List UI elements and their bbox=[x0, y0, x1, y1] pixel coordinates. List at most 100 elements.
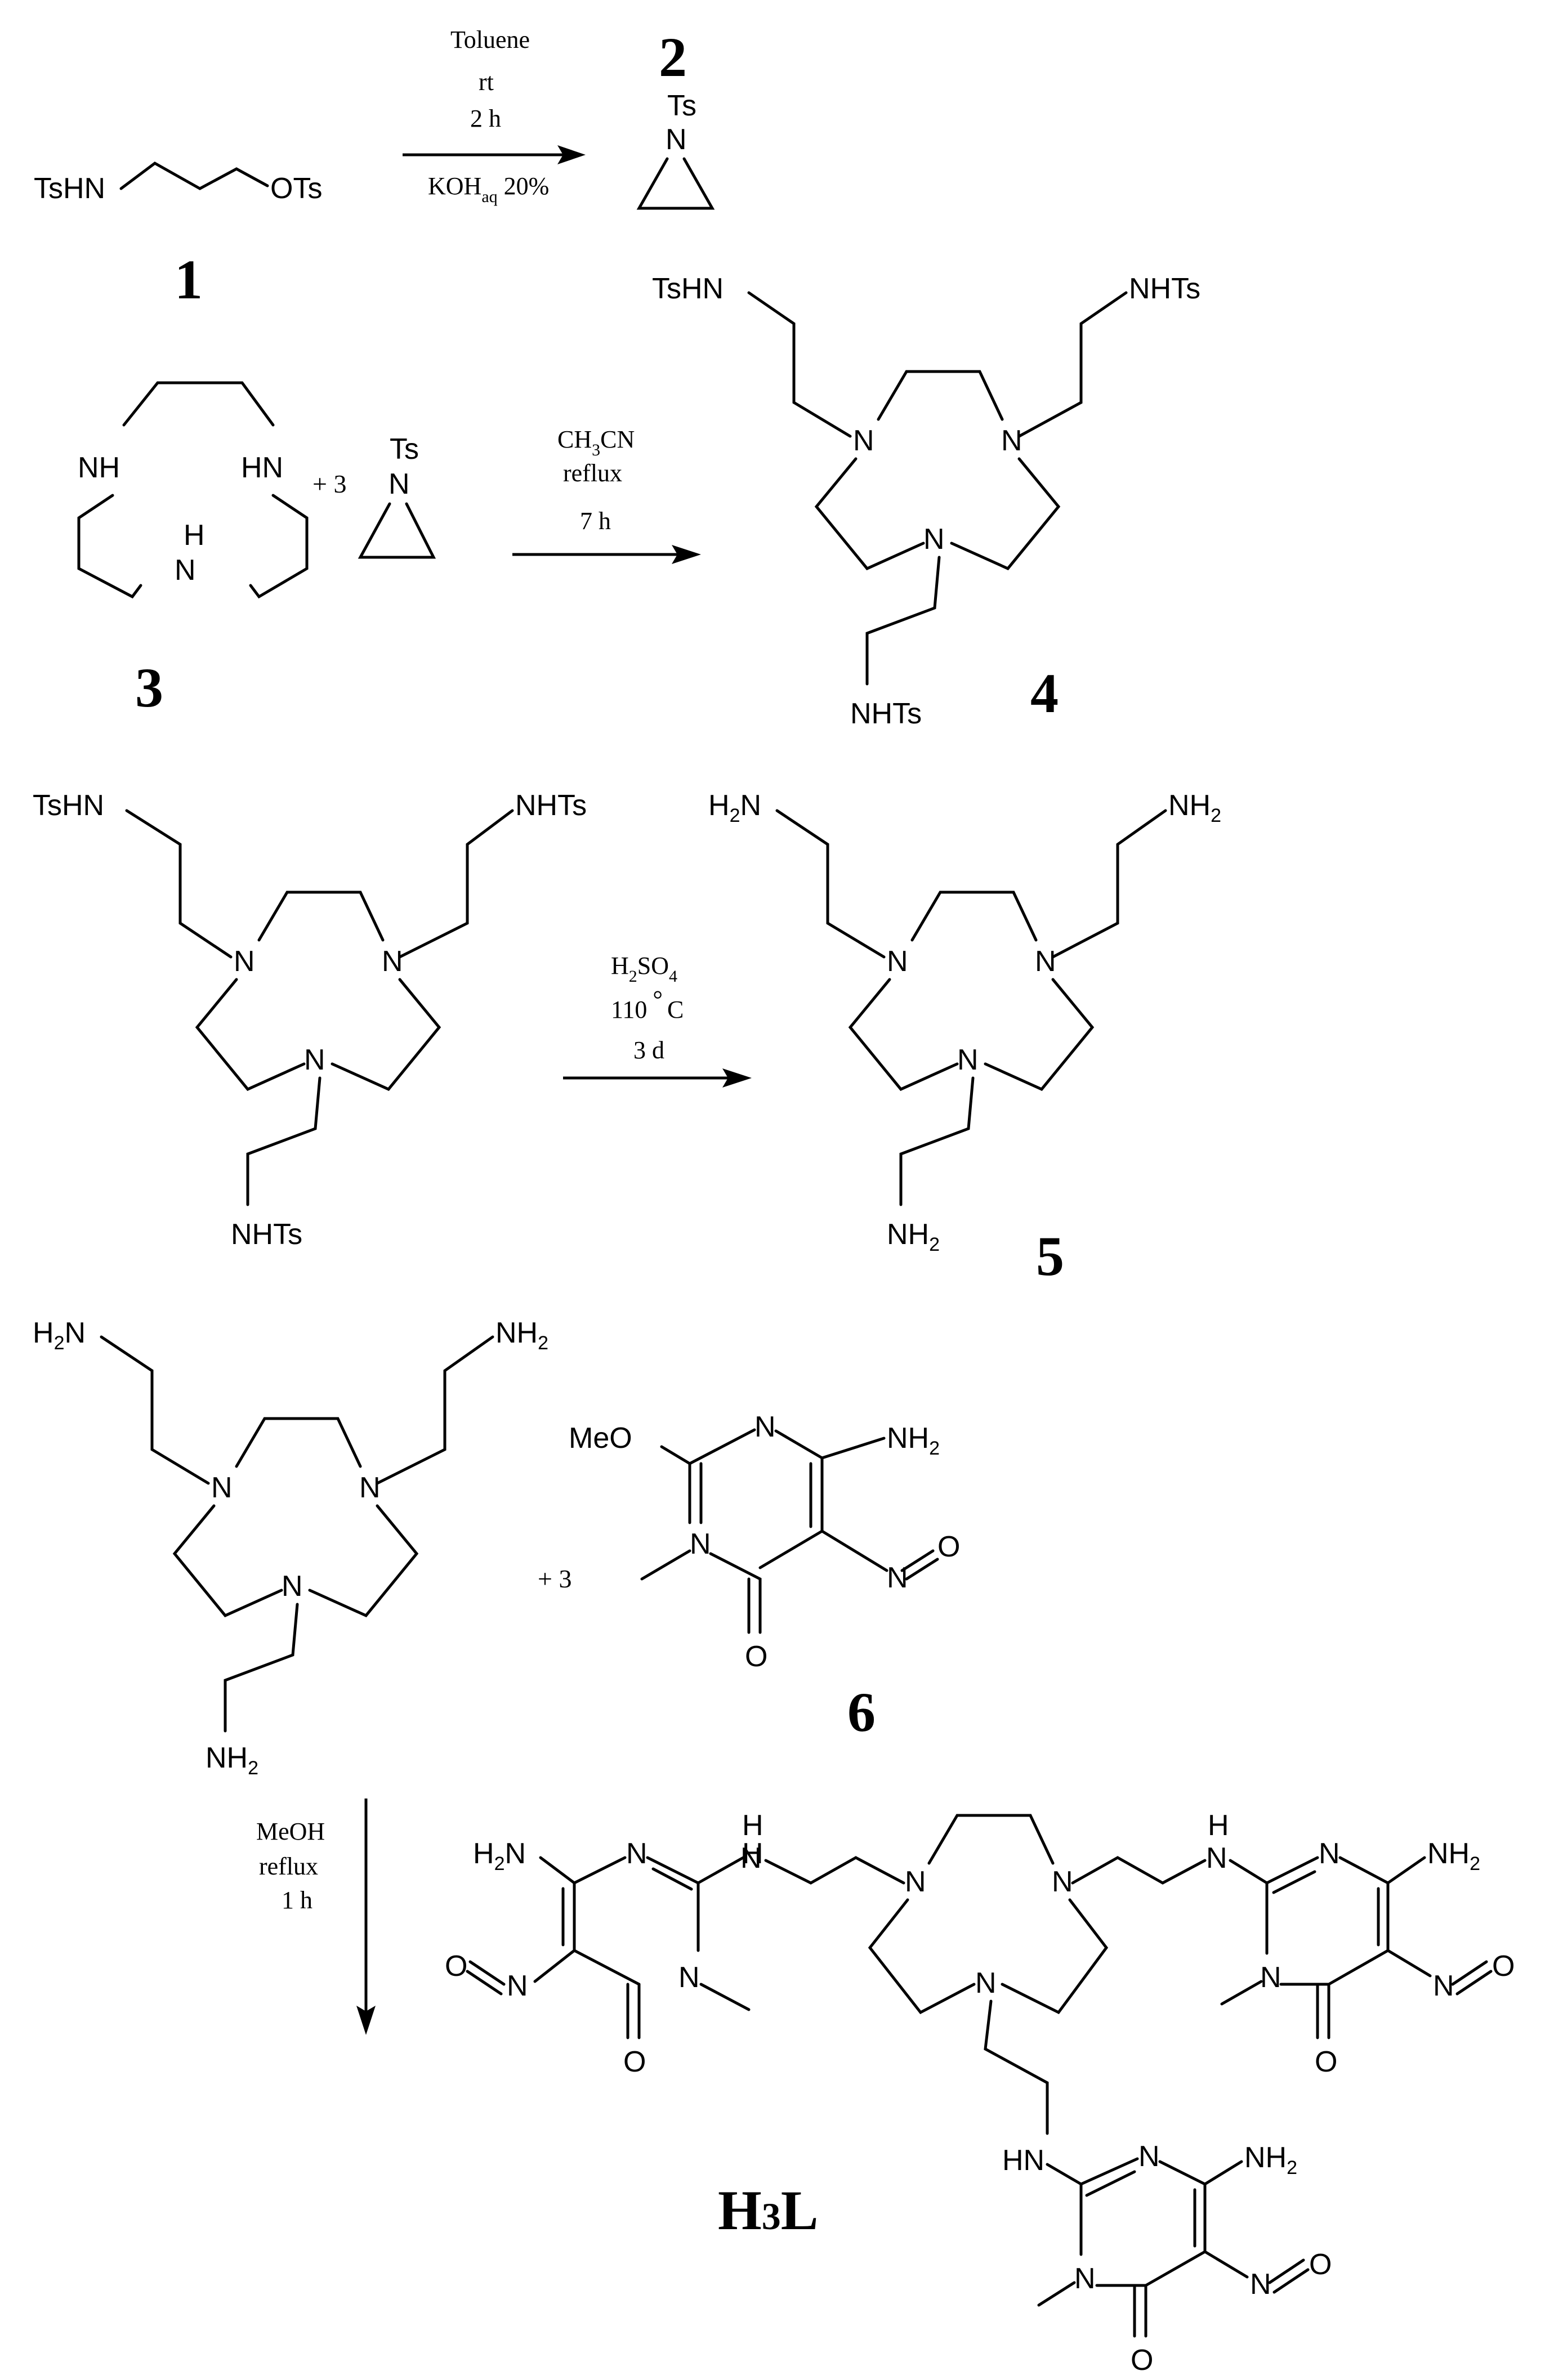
n-label: N bbox=[626, 1837, 648, 1870]
n-label: N bbox=[1001, 424, 1022, 457]
nhts-label: NHTs bbox=[850, 697, 922, 730]
n-label: N bbox=[282, 1570, 303, 1603]
n-label: N bbox=[1260, 1961, 1281, 1994]
n-label: N bbox=[1433, 1970, 1454, 2002]
nhts-label: NHTs bbox=[1129, 272, 1200, 305]
tshn-label: TsHN bbox=[652, 272, 724, 305]
tshn-label: TsHN bbox=[34, 172, 105, 205]
o-label: O bbox=[1492, 1950, 1515, 1983]
step3-time: 3 d bbox=[633, 1036, 664, 1064]
nh2-label: NH2 bbox=[495, 1317, 548, 1354]
n-label: N bbox=[905, 1865, 926, 1898]
ts-label: Ts bbox=[667, 90, 696, 122]
n-label: N bbox=[923, 523, 945, 556]
n-label: N bbox=[1052, 1865, 1073, 1898]
step4-solvent: MeOH bbox=[256, 1818, 325, 1845]
compound-4-reactant: TsHN NHTs N N N NHTs bbox=[33, 789, 587, 1251]
h2n-label: H2N bbox=[33, 1317, 86, 1354]
step3-temp: 110°C bbox=[611, 986, 684, 1023]
n-label: N bbox=[853, 424, 874, 457]
aziridine-reagent: Ts N bbox=[358, 433, 436, 559]
step1-arrow: Toluene rt 2 h KOHaq 20% bbox=[403, 26, 586, 206]
compound-number-1: 1 bbox=[175, 248, 203, 311]
nh2-label: NH2 bbox=[887, 1218, 940, 1255]
n-label: N bbox=[359, 1471, 381, 1504]
meo-label: MeO bbox=[569, 1422, 632, 1455]
n-label: N bbox=[887, 945, 908, 978]
step1-solvent: Toluene bbox=[450, 26, 530, 53]
nh2-label: NH2 bbox=[887, 1422, 940, 1459]
n-label: N bbox=[1035, 945, 1056, 978]
n-label: N bbox=[754, 1411, 776, 1443]
o-label: O bbox=[623, 2046, 646, 2078]
n-label: N bbox=[1138, 2140, 1160, 2173]
nh2-label: NH2 bbox=[1244, 2141, 1297, 2178]
hn-label: H bbox=[742, 1837, 763, 1870]
compound-number-4: 4 bbox=[1030, 662, 1059, 724]
nhts-label: NHTs bbox=[231, 1218, 302, 1251]
n-label: N bbox=[175, 554, 196, 587]
n-label: N bbox=[957, 1044, 979, 1076]
hn-label: HN bbox=[241, 451, 283, 484]
n-label: N bbox=[1250, 2268, 1271, 2301]
nhts-label: NHTs bbox=[515, 789, 587, 822]
step2-solvent: CH3CN bbox=[557, 426, 635, 459]
h2n-label: H2N bbox=[473, 1837, 526, 1875]
o-label: O bbox=[1131, 2344, 1153, 2377]
compound-number-2: 2 bbox=[659, 26, 687, 88]
nh2-label: NH2 bbox=[206, 1742, 258, 1779]
compound-number-3: 3 bbox=[135, 656, 163, 719]
compound-6: MeO N NH2 N N O O bbox=[569, 1411, 960, 1673]
n-label: N bbox=[1319, 1837, 1340, 1870]
n-label: N bbox=[507, 1970, 528, 2002]
o-label: O bbox=[937, 1531, 960, 1563]
compound-5-reactant: H2N NH2 N N N NH2 bbox=[33, 1317, 548, 1779]
h-label: H bbox=[184, 519, 205, 552]
step4-arrow: MeOH reflux 1 h bbox=[256, 1799, 376, 2035]
compound-1: TsHN OTs bbox=[34, 162, 322, 205]
compound-number-6: 6 bbox=[847, 1681, 876, 1743]
step2-temp: reflux bbox=[563, 459, 622, 487]
step4-time: 1 h bbox=[282, 1886, 312, 1914]
compound-5: H2N NH2 N N N NH2 bbox=[708, 789, 1221, 1255]
n-label: N bbox=[382, 945, 403, 978]
n-label: N bbox=[389, 468, 410, 500]
step4-temp: reflux bbox=[259, 1853, 318, 1880]
h-label: H bbox=[1208, 1809, 1229, 1842]
h2n-label: H2N bbox=[708, 789, 761, 826]
n-label: N bbox=[1074, 2262, 1096, 2295]
step3-arrow: H2SO4 110°C 3 d bbox=[563, 952, 752, 1088]
n-label: N bbox=[690, 1528, 711, 1560]
step1-reagent: KOHaq 20% bbox=[428, 172, 549, 206]
nh2-label: NH2 bbox=[1427, 1837, 1480, 1875]
nh2-label: NH2 bbox=[1168, 789, 1221, 826]
compound-3-tacn: NH HN H N bbox=[77, 381, 309, 599]
compound-number-5: 5 bbox=[1036, 1225, 1064, 1287]
n-label: N bbox=[740, 1842, 762, 1875]
step1-temp: rt bbox=[479, 68, 494, 96]
plus-3-step2: + 3 bbox=[312, 469, 346, 498]
n-label: N bbox=[304, 1044, 325, 1076]
plus-3-step4: + 3 bbox=[538, 1564, 571, 1593]
n-label: N bbox=[234, 945, 255, 978]
n-label: N bbox=[666, 123, 687, 156]
n-label: N bbox=[211, 1471, 233, 1504]
o-label: O bbox=[1309, 2248, 1332, 2281]
step2-time: 7 h bbox=[580, 507, 611, 535]
n-label: N bbox=[887, 1562, 908, 1594]
h-label: H bbox=[742, 1809, 763, 1842]
compound-h3l: H2N N H N O N O H N N N N H N bbox=[445, 1809, 1515, 2377]
compound-2-aziridine: Ts N bbox=[636, 90, 715, 210]
n-label: N bbox=[1206, 1842, 1227, 1875]
n-label: N bbox=[678, 1961, 700, 1994]
o-label: O bbox=[1315, 2046, 1337, 2078]
step2-arrow: CH3CN reflux 7 h bbox=[512, 426, 701, 564]
step1-time: 2 h bbox=[470, 105, 501, 132]
nh-label: NH bbox=[78, 451, 120, 484]
tshn-label: TsHN bbox=[33, 789, 104, 822]
n-label: N bbox=[975, 1967, 997, 1999]
o-label: O bbox=[445, 1950, 467, 1983]
compound-label-h3l: H3L bbox=[718, 2179, 819, 2242]
hn-label: HN bbox=[1002, 2144, 1044, 2177]
